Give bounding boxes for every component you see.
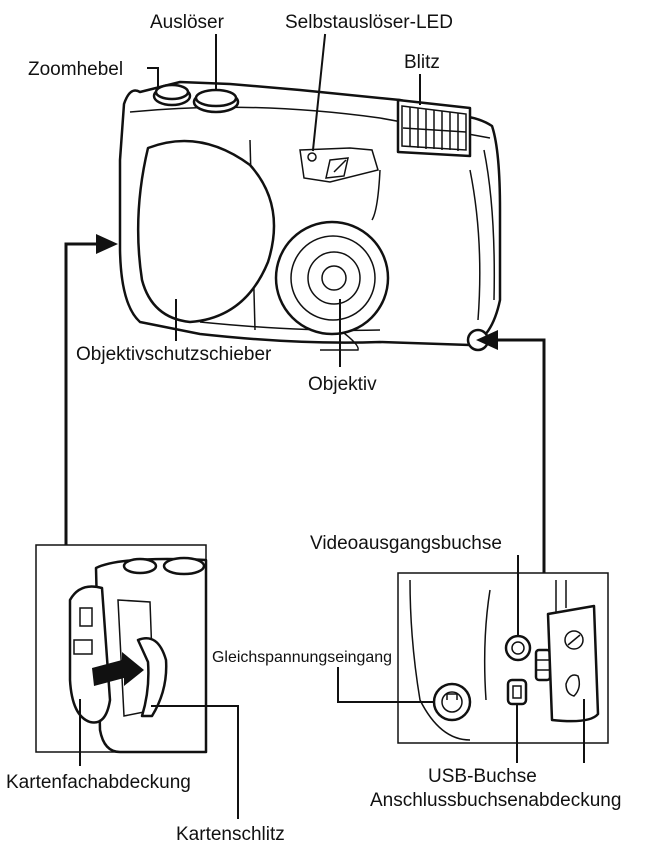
video-out-jack: [504, 634, 532, 662]
label-flash: Blitz: [404, 52, 440, 73]
camera-main-view: [118, 80, 502, 352]
dc-in-jack: [432, 682, 472, 722]
label-lens-cover: Objektivschutzschieber: [76, 344, 272, 365]
connector-arrows: [64, 234, 546, 573]
label-lens: Objektiv: [308, 374, 377, 395]
usb-port: [506, 678, 528, 706]
label-connector-cover: Anschlussbuchsenabdeckung: [370, 790, 621, 811]
card-slot-shape: [136, 637, 168, 718]
connector-cover-shape: [546, 604, 600, 723]
label-video-out: Videoausgangsbuchse: [310, 533, 502, 554]
connector-inset: [397, 572, 609, 744]
label-self-timer-led: Selbstauslöser-LED: [285, 12, 453, 33]
viewfinder-window: [325, 157, 349, 179]
label-card-cover: Kartenfachabdeckung: [6, 772, 191, 793]
label-dc-in: Gleichspannungseingang: [212, 649, 392, 666]
label-zoom-lever: Zoomhebel: [28, 59, 123, 80]
self-timer-led-shape: [307, 152, 317, 162]
lens-shape: [274, 220, 390, 336]
card-slot-inset: [35, 544, 208, 754]
label-card-slot: Kartenschlitz: [176, 824, 285, 845]
labels: Auslöser Selbstauslöser-LED Zoomhebel Bl…: [6, 12, 621, 845]
leader-lines: [79, 33, 585, 819]
label-shutter: Auslöser: [150, 12, 225, 33]
label-usb: USB-Buchse: [428, 766, 537, 787]
lens-cover-shape: [136, 139, 276, 324]
